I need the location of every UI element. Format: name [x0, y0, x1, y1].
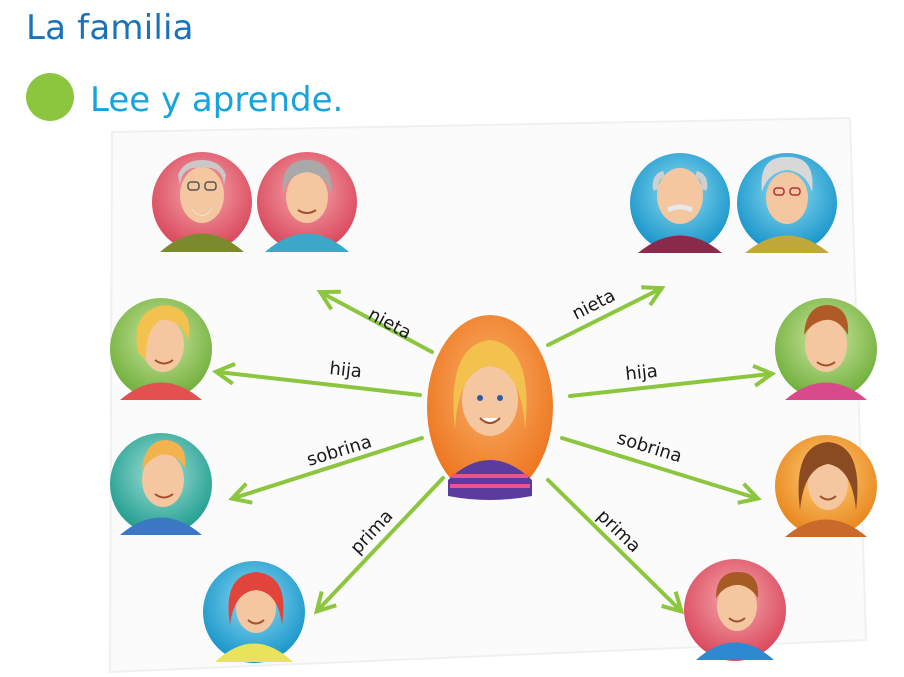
label-left-hija: hija	[328, 358, 362, 382]
arrow-right-nieta	[546, 289, 660, 347]
center-girl-portrait	[427, 315, 553, 500]
mother-portrait	[110, 298, 212, 400]
page-subtitle: Lee y aprende.	[90, 80, 344, 120]
aunt-portrait	[775, 435, 877, 537]
father-portrait	[775, 298, 877, 400]
page-title: La familia	[26, 8, 194, 48]
grandfather-left-portrait	[152, 152, 252, 252]
uncle-portrait	[110, 433, 212, 535]
arrow-right-sobrina	[560, 436, 756, 498]
arrow-right-prima	[546, 478, 680, 610]
cousin-girl-portrait	[203, 561, 305, 663]
grandfather-right-portrait	[630, 153, 730, 253]
bullet-icon	[26, 73, 74, 121]
label-right-hija: hija	[624, 361, 658, 385]
grandmother-left-portrait	[257, 152, 357, 252]
arrow-left-hija	[218, 372, 422, 397]
cousin-boy-portrait	[684, 559, 786, 661]
arrow-left-prima	[318, 476, 445, 610]
arrow-right-hija	[568, 374, 770, 398]
arrow-left-sobrina	[234, 436, 424, 498]
arrow-left-nieta	[322, 293, 434, 354]
grandmother-right-portrait	[737, 153, 837, 253]
